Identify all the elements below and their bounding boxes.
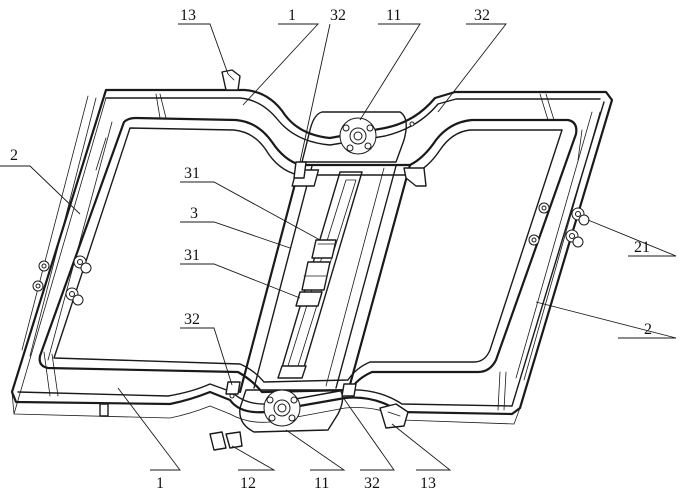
label-2-right: 2	[644, 321, 652, 338]
left-bolt-group	[32, 255, 92, 306]
label-32-bottom-right: 32	[364, 475, 380, 492]
outer-frame	[10, 88, 614, 425]
label-21: 21	[634, 239, 650, 256]
label-13-top: 13	[180, 7, 196, 24]
leader-lines	[0, 23, 677, 471]
label-32-top-left: 32	[330, 7, 346, 24]
right-side-member	[497, 93, 601, 411]
label-1-top: 1	[288, 7, 296, 24]
label-12: 12	[240, 475, 256, 492]
label-32-bottom-left: 32	[184, 311, 200, 328]
label-31-upper: 31	[184, 165, 200, 182]
left-side-member	[21, 93, 167, 397]
clip-top-13	[221, 69, 241, 91]
clip-bottom-13	[379, 403, 409, 429]
label-31-lower: 31	[184, 247, 200, 264]
central-beam	[238, 163, 412, 394]
label-3: 3	[190, 205, 198, 222]
label-32-top-right: 32	[474, 7, 490, 24]
top-mount-plate	[301, 111, 415, 163]
right-bolt-group	[528, 202, 590, 248]
label-1-bottom: 1	[156, 475, 164, 492]
label-13-bottom: 13	[420, 475, 436, 492]
inner-frame	[38, 116, 578, 394]
clip-12	[209, 431, 243, 451]
label-11-top: 11	[386, 7, 401, 24]
label-11-bottom: 11	[314, 475, 329, 492]
clip-bottom-left	[99, 403, 109, 417]
brackets	[225, 161, 427, 397]
callout-labels: 13 1 32 11 32 2 31 3 31 32 21 2 1 12 11 …	[10, 7, 652, 492]
label-2-left: 2	[10, 147, 18, 164]
